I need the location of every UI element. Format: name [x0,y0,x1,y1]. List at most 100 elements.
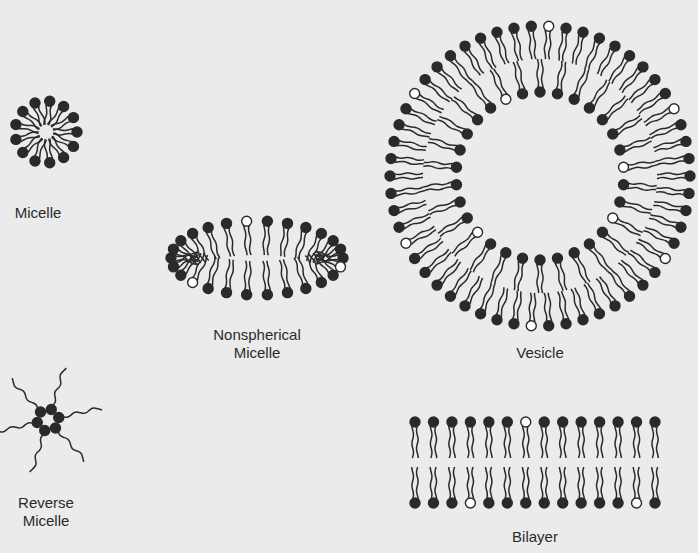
lipid-head [420,75,430,85]
lipid-tail [225,259,230,288]
lipid-head [59,153,69,163]
lipid-tail [267,261,271,291]
lipid-tail [249,225,252,255]
lipid-tail [417,426,419,458]
lipid-head [684,188,694,198]
lipid-tail [53,121,71,130]
lipid-tail [576,37,584,65]
lipid-tail [596,467,598,499]
lipid-head [465,417,475,427]
lipid-tail [627,161,656,165]
lipid-tail [294,258,303,285]
lipid-head [203,283,213,293]
lipid-tail [501,288,507,316]
lipid-head [432,62,442,72]
lipid-head [539,417,549,427]
lipid-head [576,498,586,508]
lipid-tail [402,213,429,223]
lipid-head [262,290,272,300]
lipid-tail [650,215,678,223]
lipid-tail [529,293,531,322]
lipid-tail [404,217,431,229]
lipid-tail [470,245,485,270]
lipid-tail [527,426,529,458]
micelle-figure [11,96,82,168]
lipid-head [40,426,50,436]
lipid-tail [618,119,642,135]
lipid-head [669,104,679,114]
lipid-head [451,162,461,172]
lipid-head [45,96,55,106]
lipid-head [462,213,472,223]
lipid-head [176,236,186,246]
lipid-tail [584,285,596,311]
lipid-tail [594,82,609,107]
lipid-head [502,498,512,508]
lipid-head [428,498,438,508]
lipid-head [526,21,536,31]
lipid-tail [615,467,617,499]
lipid-head [509,319,519,329]
lipid-tail [633,426,635,458]
lipid-tail [394,173,423,175]
lipid-tail [629,80,650,100]
lipid-head [535,255,545,265]
lipid-tail [621,260,642,280]
lipid-head [389,136,399,146]
lipid-tail [656,156,685,161]
lipid-tail [442,262,460,285]
lipid-head [410,253,420,263]
lipid-tail [528,30,532,59]
lipid-tail [439,116,465,129]
lipid-tail [509,467,511,499]
lipid-tail [484,41,496,67]
lipid-head [492,315,502,325]
lipid-tail [408,114,435,125]
lipid-head [465,498,475,508]
lipid-tail [559,426,561,458]
lipid-tail [509,426,511,458]
lipid-tail [315,248,335,261]
lipid-tail [0,423,33,432]
lipid-tail [224,228,231,257]
lipid-tail [399,204,427,213]
lipid-head [445,291,455,301]
lipid-head [68,113,78,123]
lipid-head [660,253,670,263]
lipid-tail [450,61,469,83]
lipid-tail [454,97,477,115]
lipid-tail [283,259,290,288]
lipid-tail [467,426,469,458]
lipid-head [410,417,420,427]
lipid-tail [522,426,524,458]
lipid-tail [500,35,509,63]
lipid-tail [619,67,637,90]
lipid-head [316,228,326,238]
lipid-head [484,498,494,508]
lipid-tail [453,467,455,499]
lipid-head [11,134,21,144]
lipid-tail [244,261,246,291]
lipid-head [445,51,455,61]
lipid-head [625,291,635,301]
lipid-tail [490,426,492,458]
lipid-tail [30,434,44,472]
lipid-tail [657,161,686,165]
lipid-head [684,154,694,164]
lipid-tail [559,467,561,499]
lipid-head [492,27,502,37]
lipid-tail [534,293,536,322]
lipid-tail [416,99,441,113]
lipid-head [608,213,618,223]
lipid-tail [404,124,431,134]
lipid-head [569,248,579,258]
lipid-tail [470,278,483,304]
lipid-tail [649,123,676,135]
lipid-head [72,127,82,137]
lipid-head [394,222,404,232]
lipid-tail [512,291,517,320]
lipid-tail [435,467,437,499]
lipid-tail [449,426,451,458]
lipid-tail [412,467,414,499]
lipid-tail [395,187,424,191]
